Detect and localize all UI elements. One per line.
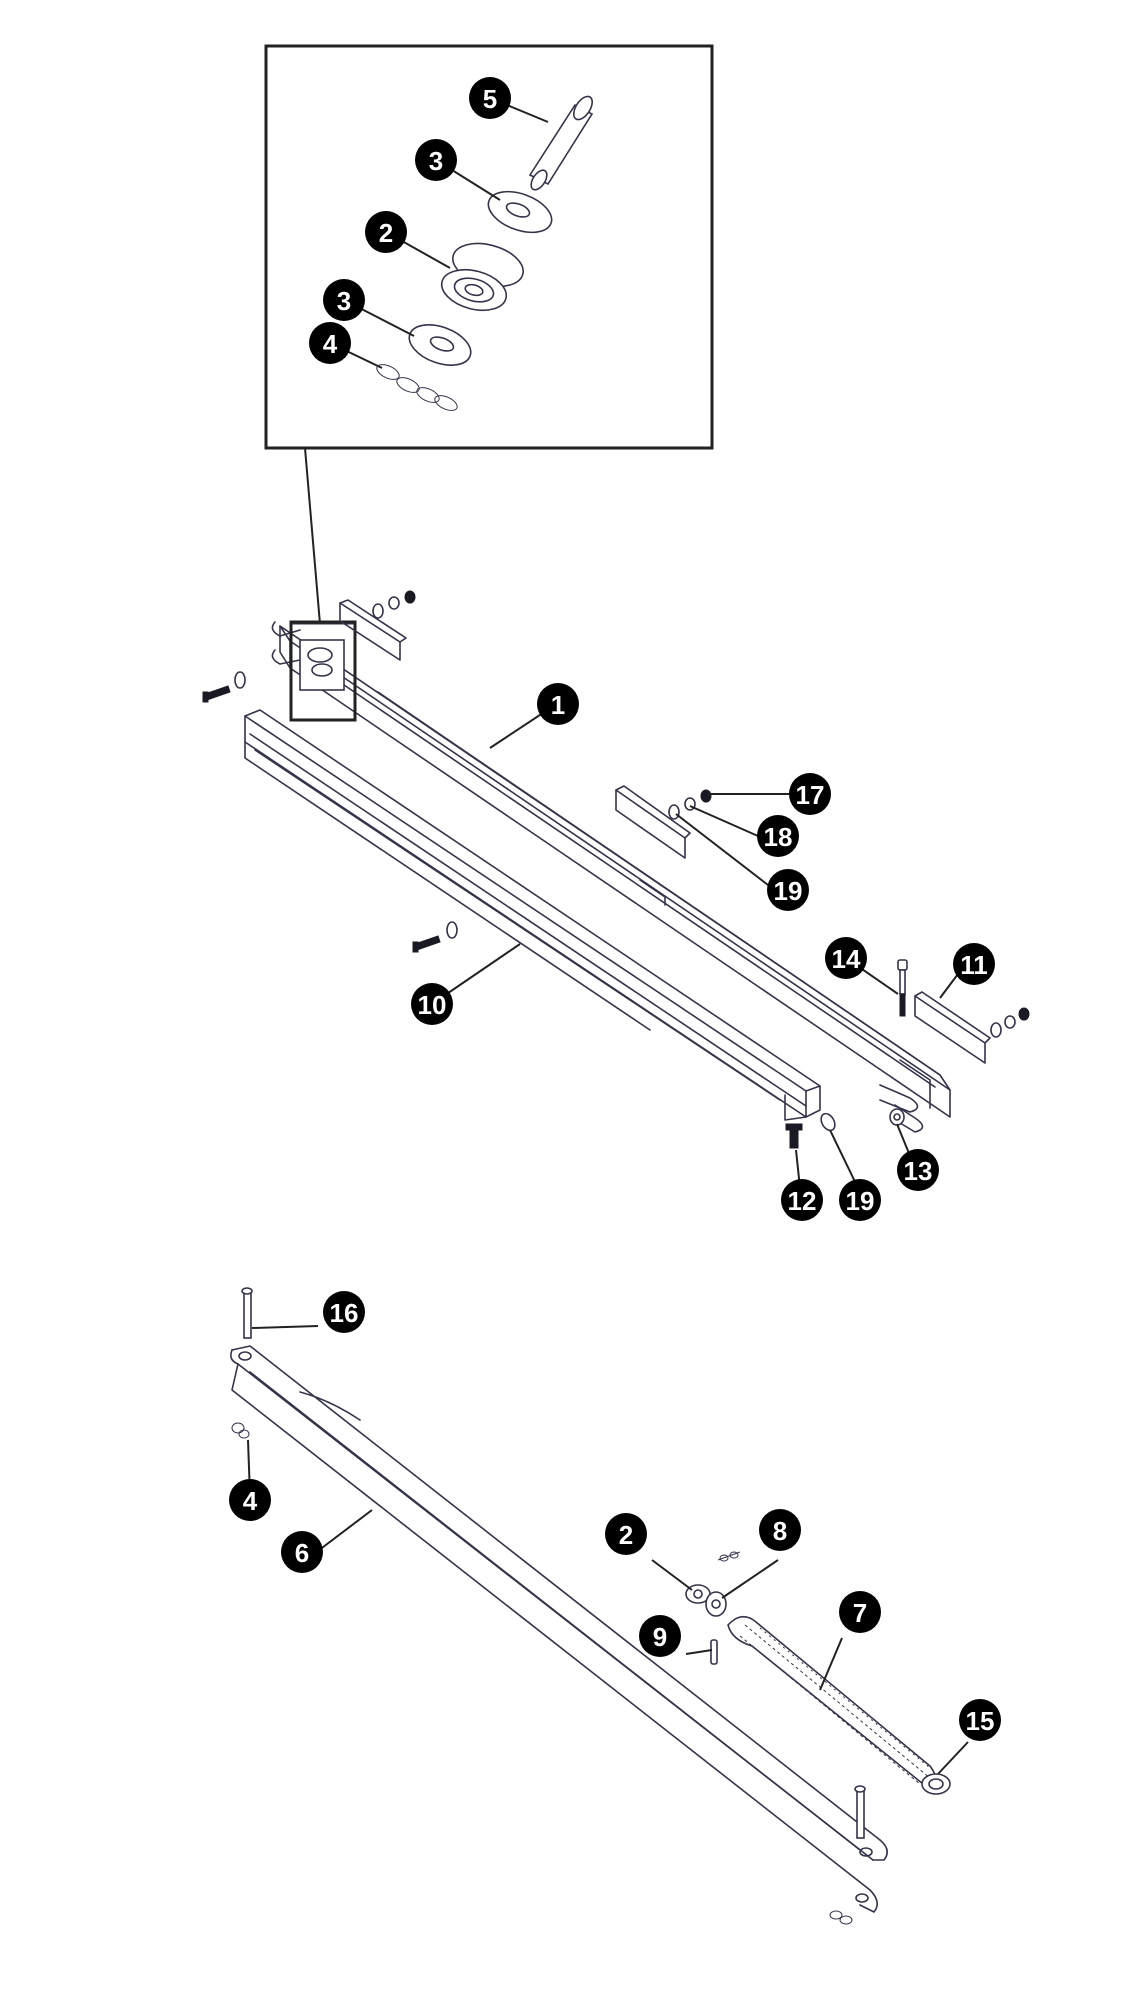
svg-text:10: 10 <box>418 990 447 1020</box>
callout-9: 9 <box>639 1615 681 1657</box>
callout-10: 10 <box>411 983 453 1025</box>
svg-text:7: 7 <box>853 1598 867 1628</box>
callout-7: 7 <box>839 1591 881 1633</box>
pin-9 <box>710 1639 718 1665</box>
callout-2: 2 <box>605 1513 647 1555</box>
svg-text:16: 16 <box>330 1298 359 1328</box>
svg-text:9: 9 <box>653 1622 667 1652</box>
nut-13 <box>889 1108 905 1126</box>
svg-text:4: 4 <box>243 1486 258 1516</box>
washer-19b <box>820 1112 836 1132</box>
bolt-left <box>202 671 246 703</box>
svg-text:6: 6 <box>295 1538 309 1568</box>
callout-4: 4 <box>229 1479 271 1521</box>
inset-detail <box>264 44 714 625</box>
bolt-vertical-14 <box>897 959 908 1017</box>
callout-19: 19 <box>767 869 809 911</box>
hardware-top <box>372 590 416 619</box>
hardware-right <box>990 1007 1030 1038</box>
svg-text:3: 3 <box>429 146 443 176</box>
washer-part-bottom <box>408 324 472 366</box>
svg-text:19: 19 <box>774 876 803 906</box>
callout-13: 13 <box>897 1149 939 1191</box>
callout-17: 17 <box>789 773 831 815</box>
svg-text:11: 11 <box>960 950 988 980</box>
spring-7 <box>727 1615 951 1795</box>
bracket-part-top <box>339 599 407 661</box>
beam-part <box>244 709 821 1121</box>
callout-14: 14 <box>825 937 867 979</box>
svg-text:4: 4 <box>323 329 338 359</box>
svg-text:1: 1 <box>551 690 565 720</box>
svg-text:19: 19 <box>846 1186 875 1216</box>
inset-connector-line <box>304 447 321 625</box>
arm-part <box>230 1345 888 1913</box>
callouts: 5 3 2 3 4 1 17 18 19 14 11 10 13 12 19 1… <box>229 77 1001 1741</box>
callout-1: 1 <box>537 683 579 725</box>
callout-4: 4 <box>309 322 351 364</box>
washer-part-top <box>487 190 553 234</box>
svg-text:18: 18 <box>764 822 793 852</box>
clip-4 <box>231 1422 250 1439</box>
callout-6: 6 <box>281 1531 323 1573</box>
callout-18: 18 <box>757 815 799 857</box>
inset-frame <box>264 44 714 450</box>
bracket-part-middle <box>615 785 691 859</box>
callout-19: 19 <box>839 1179 881 1221</box>
pulley-part <box>440 242 524 312</box>
pin-bottom <box>854 1785 866 1839</box>
callout-3: 3 <box>323 279 365 321</box>
arm-assembly <box>230 1287 969 1925</box>
clip-bottom <box>829 1910 853 1925</box>
bolt-middle <box>412 921 458 953</box>
svg-text:8: 8 <box>773 1516 787 1546</box>
bracket-part-right <box>914 991 991 1064</box>
svg-text:3: 3 <box>337 286 351 316</box>
rail-part <box>271 621 951 1133</box>
track-assembly <box>202 590 1030 1189</box>
callout-5: 5 <box>469 77 511 119</box>
callout-16: 16 <box>323 1291 365 1333</box>
svg-text:2: 2 <box>619 1520 633 1550</box>
eye-8 <box>705 1551 741 1617</box>
callout-12: 12 <box>781 1179 823 1221</box>
hardware-middle <box>668 789 712 820</box>
callout-2: 2 <box>365 211 407 253</box>
svg-text:13: 13 <box>904 1156 933 1186</box>
callout-15: 15 <box>959 1699 1001 1741</box>
chain-link-part <box>376 364 458 411</box>
callout-11: 11 <box>953 943 995 985</box>
pin-16 <box>241 1287 253 1339</box>
svg-text:17: 17 <box>796 780 825 810</box>
pin-part <box>528 95 594 191</box>
svg-text:14: 14 <box>832 944 861 974</box>
callout-3: 3 <box>415 139 457 181</box>
callout-8: 8 <box>759 1509 801 1551</box>
bolt-12 <box>785 1123 803 1149</box>
svg-text:2: 2 <box>379 218 393 248</box>
detail-marker-box <box>289 620 357 722</box>
svg-text:12: 12 <box>788 1186 817 1216</box>
svg-text:5: 5 <box>483 84 497 114</box>
svg-text:15: 15 <box>966 1706 995 1736</box>
